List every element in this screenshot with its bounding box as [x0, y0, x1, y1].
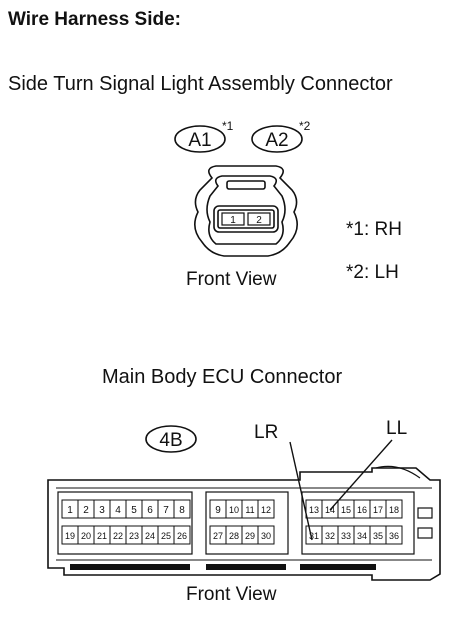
connector-tag-4b-code: 4B — [159, 430, 182, 451]
ecu-pin-12: 12 — [261, 505, 271, 515]
connector-tag-a1-sup: *1 — [222, 119, 234, 133]
ecu-pin-36: 36 — [389, 531, 399, 541]
side-connector-body — [194, 165, 298, 257]
ecu-pin-4: 4 — [115, 505, 121, 516]
ecu-pin-3: 3 — [99, 505, 105, 516]
ecu-pin-32: 32 — [325, 531, 335, 541]
ecu-pin-18: 18 — [389, 505, 399, 515]
ecu-pin-2: 2 — [83, 505, 89, 516]
ecu-pin-23: 23 — [129, 531, 139, 541]
ecu-pin-13: 13 — [309, 505, 319, 515]
ecu-pin-8: 8 — [179, 505, 185, 516]
ecu-pin-26: 26 — [177, 531, 187, 541]
ecu-connector-title: Main Body ECU Connector — [102, 366, 343, 388]
ecu-connector-view-label: Front View — [186, 584, 277, 605]
ecu-pin-1: 1 — [67, 505, 73, 516]
callout-leaders — [289, 439, 393, 541]
ecu-pin-15: 15 — [341, 505, 351, 515]
ecu-pin-cell — [385, 499, 403, 519]
side-pin-1: 1 — [230, 215, 236, 226]
ecu-pin-10: 10 — [229, 505, 239, 515]
callout-ll-label: LL — [386, 418, 407, 439]
ecu-pin-6: 6 — [147, 505, 153, 516]
callout-lr-leader — [289, 441, 313, 541]
ecu-pin-34: 34 — [357, 531, 367, 541]
ecu-pin-7: 7 — [163, 505, 169, 516]
ecu-pin-16: 16 — [357, 505, 367, 515]
side-connector-title: Side Turn Signal Light Assembly Connecto… — [8, 73, 393, 95]
ecu-pin-19: 19 — [65, 531, 75, 541]
ecu-pin-9: 9 — [215, 505, 221, 516]
connector-tag-a2: A2 *2 — [251, 119, 311, 153]
ecu-pin-28: 28 — [229, 531, 239, 541]
ecu-pin-cell — [173, 499, 191, 519]
callout-ll-leader — [329, 439, 393, 511]
ecu-pin-cell — [173, 525, 191, 545]
ecu-pin-25: 25 — [161, 531, 171, 541]
note-lh: *2: LH — [346, 262, 399, 283]
ecu-pin-17: 17 — [373, 505, 383, 515]
note-rh: *1: RH — [346, 219, 402, 240]
connector-tag-a1: A1 *1 — [174, 119, 234, 153]
ecu-connector-body — [47, 465, 441, 581]
ecu-pin-cell — [385, 525, 403, 545]
ecu-pin-cell — [257, 499, 275, 519]
ecu-pin-20: 20 — [81, 531, 91, 541]
side-connector-view-label: Front View — [186, 269, 277, 290]
ecu-pin-35: 35 — [373, 531, 383, 541]
ecu-pin-21: 21 — [97, 531, 107, 541]
page-heading: Wire Harness Side: — [8, 9, 182, 30]
ecu-pin-11: 11 — [245, 505, 254, 515]
ecu-pin-22: 22 — [113, 531, 123, 541]
ecu-pin-5: 5 — [131, 505, 137, 516]
connector-tag-a1-code: A1 — [188, 130, 211, 151]
ecu-pin-33: 33 — [341, 531, 351, 541]
ecu-pin-30: 30 — [261, 531, 271, 541]
connector-tag-4b: 4B — [145, 425, 197, 453]
ecu-pin-29: 29 — [245, 531, 255, 541]
connector-tag-a2-code: A2 — [265, 130, 288, 151]
callout-lr-label: LR — [254, 422, 278, 443]
ecu-pin-24: 24 — [145, 531, 155, 541]
ecu-pin-31: 31 — [309, 531, 319, 541]
ecu-pin-27: 27 — [213, 531, 223, 541]
ecu-pin-cell — [257, 525, 275, 545]
connector-tag-a2-sup: *2 — [299, 119, 311, 133]
side-connector-pins: 1 2 — [221, 212, 271, 226]
side-pin-2: 2 — [256, 215, 262, 226]
